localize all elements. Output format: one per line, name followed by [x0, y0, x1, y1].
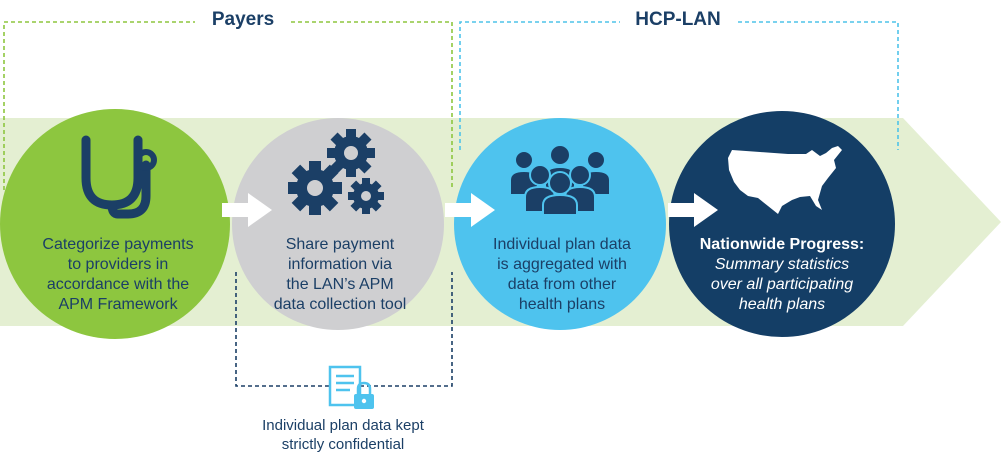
step-3-line: is aggregated with — [497, 256, 627, 273]
confidential-bracket — [235, 272, 453, 387]
step-2-line: data collection tool — [273, 296, 407, 313]
step-3-circle — [454, 118, 666, 330]
chevron-arrow-icon — [222, 193, 272, 227]
step-1-line: APM Framework — [58, 296, 178, 313]
confidential-line: strictly confidential — [281, 436, 405, 453]
chevron-arrow-icon — [445, 193, 495, 227]
step-3-line: data from other — [507, 276, 617, 293]
step-2-circle — [232, 118, 444, 330]
step-1-circle — [0, 109, 230, 339]
step-1-line: Categorize payments — [42, 236, 194, 253]
hcp-lan-label: HCP-LAN — [620, 9, 736, 31]
step-4-line: Summary statistics — [714, 256, 850, 273]
confidential-note: Individual plan data kept strictly confi… — [228, 416, 458, 454]
step-4-circle — [669, 111, 895, 337]
step-4-title: Nationwide Progress: — [699, 236, 865, 253]
step-1-line: accordance with the — [46, 276, 190, 293]
step-3-line: Individual plan data — [493, 236, 631, 253]
payers-label: Payers — [195, 9, 291, 31]
step-2-line: information via — [287, 256, 393, 273]
step-1-text: Categorize payments to providers in acco… — [18, 235, 218, 315]
gears-icon — [288, 129, 384, 215]
step-3-text: Individual plan data is aggregated with … — [462, 235, 662, 315]
step-4-line: health plans — [738, 296, 826, 313]
step-2-line: Share payment — [285, 236, 395, 253]
step-3-line: health plans — [518, 296, 606, 313]
step-1-line: to providers in — [67, 256, 169, 273]
locked-document-icon — [328, 365, 374, 409]
step-4-text: Nationwide Progress: Summary statistics … — [682, 235, 882, 315]
step-4-line: over all participating — [710, 276, 854, 293]
chevron-arrow-icon — [668, 193, 718, 227]
stethoscope-icon — [81, 135, 157, 219]
confidential-line: Individual plan data kept — [262, 417, 424, 434]
step-2-line: the LAN’s APM — [286, 276, 394, 293]
us-map-icon — [728, 146, 842, 214]
step-2-text: Share payment information via the LAN’s … — [240, 235, 440, 315]
people-group-icon — [509, 144, 611, 216]
